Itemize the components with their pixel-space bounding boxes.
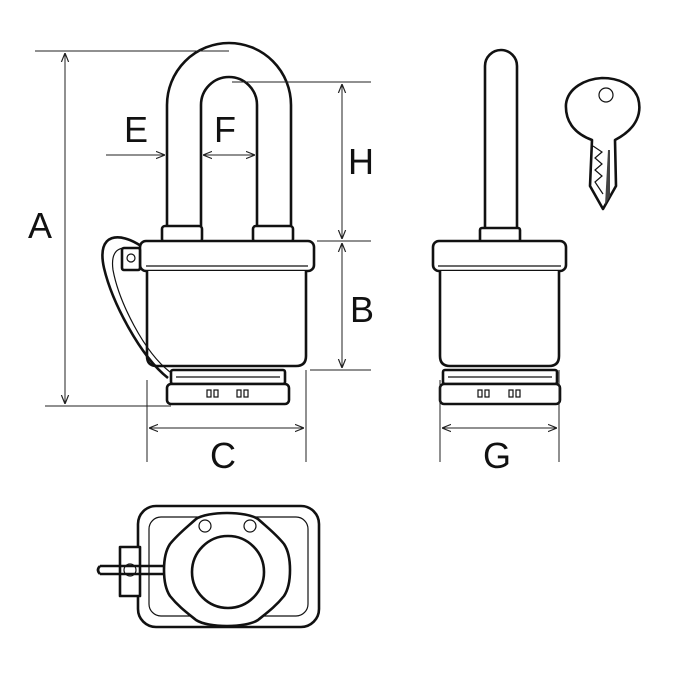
dimension-label-g: G <box>483 435 511 476</box>
side-bottom-base <box>438 382 562 406</box>
front-shackle <box>165 41 293 232</box>
side-view <box>431 48 568 406</box>
side-body <box>438 271 561 368</box>
bottom-keyway-ring <box>190 534 266 610</box>
dimension-label-e: E <box>124 109 148 150</box>
dimension-label-c: C <box>210 435 236 476</box>
front-view <box>101 41 316 406</box>
front-strap-clip <box>120 246 142 272</box>
dimensions-side: G <box>439 370 560 476</box>
front-tether-strap <box>101 236 169 380</box>
front-shackle-collar-left <box>160 224 204 244</box>
key-icon <box>564 76 641 211</box>
front-bottom-base <box>165 382 291 406</box>
side-shackle <box>483 48 519 230</box>
dimensions-front: A H B C E F <box>28 50 374 476</box>
bottom-view <box>96 504 321 629</box>
dimension-label-f: F <box>214 109 236 150</box>
front-shackle-collar-right <box>251 224 295 244</box>
dimension-label-b: B <box>350 289 374 330</box>
front-body <box>145 271 308 368</box>
bottom-tether-tab <box>118 545 142 598</box>
dimension-label-a: A <box>28 205 52 246</box>
dimension-label-h: H <box>348 141 374 182</box>
